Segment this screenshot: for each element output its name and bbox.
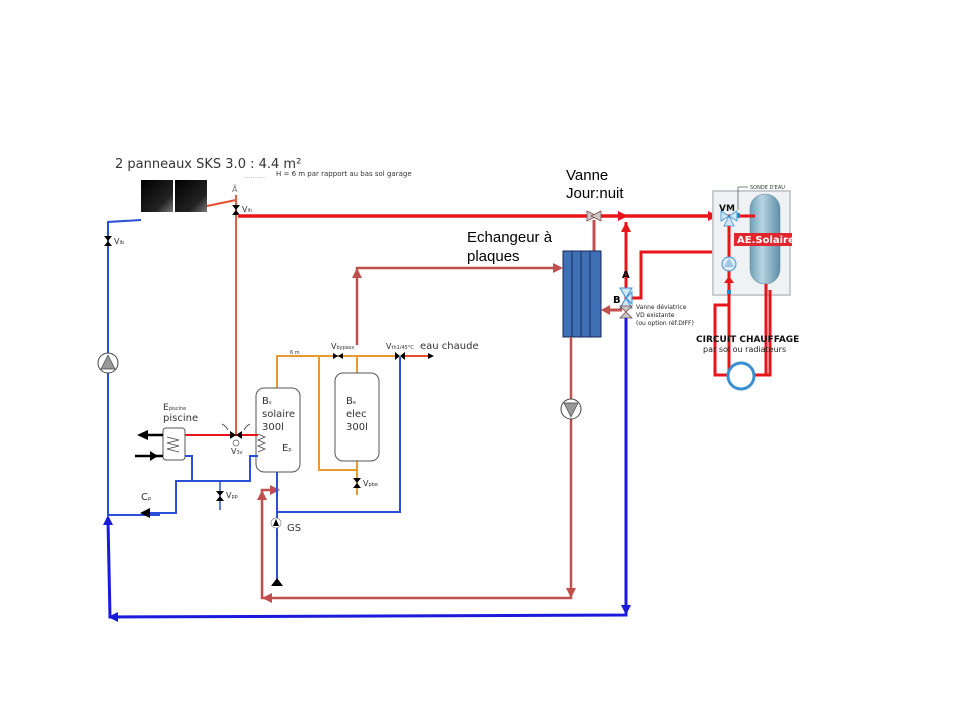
main-cold-return-line xyxy=(106,318,628,619)
svg-text:300l: 300l xyxy=(346,422,368,433)
diagram-title: 2 panneaux SKS 3.0 : 4.4 m² xyxy=(115,157,301,172)
label-vih: Vih xyxy=(242,205,252,214)
heating-pump-icon xyxy=(721,256,737,272)
day-night-valve[interactable] xyxy=(586,210,602,222)
label-vpp: Vpp xyxy=(226,491,238,500)
solar-panels xyxy=(141,180,207,212)
air-vent-icon: Å xyxy=(232,183,238,194)
solar-panel-1 xyxy=(141,180,173,212)
diverter-valve[interactable] xyxy=(619,287,633,309)
heating-circuit-icon xyxy=(726,361,756,391)
label-gs: GS xyxy=(287,523,301,534)
valve-vpbe[interactable] xyxy=(353,478,361,488)
valve-b[interactable] xyxy=(619,305,633,319)
label-vd-1: Vanne déviatrice xyxy=(636,304,687,311)
flow-arrow xyxy=(270,485,280,495)
flow-arrow xyxy=(428,353,434,359)
label-circuit-chauffage: CIRCUIT CHAUFFAGE xyxy=(696,335,799,345)
solar-panel-2 xyxy=(175,180,207,212)
label-cp: Cp xyxy=(141,492,151,503)
svg-text:Be: Be xyxy=(346,396,356,407)
label-vd-3: (ou option réf.DIFF) xyxy=(636,320,694,327)
valve-vbypass[interactable] xyxy=(333,353,343,359)
heating-return-pipe xyxy=(632,250,755,300)
electric-tank: Be elec 300l xyxy=(334,372,380,462)
flow-arrow xyxy=(618,211,628,221)
label-vd-2: VD existante xyxy=(636,312,675,319)
flow-arrow xyxy=(621,605,631,615)
label-point-a: A xyxy=(622,270,630,281)
collector-hot-outlet xyxy=(206,199,237,207)
label-sonde: SONDE D'EAU xyxy=(750,185,785,191)
label-ep-piscine: Episcine xyxy=(163,403,186,413)
dhw-to-exchanger-pipe xyxy=(355,266,556,345)
label-vbypass: Vbypass xyxy=(331,342,354,351)
dotted-leader: ............ xyxy=(243,173,266,180)
label-plaques: plaques xyxy=(467,248,520,265)
solar-pump-icon xyxy=(97,352,119,374)
flow-arrow xyxy=(352,268,362,278)
label-vpbe: Vpbe xyxy=(363,479,378,488)
label-vm: VM xyxy=(719,204,735,214)
valve-vib xyxy=(104,236,112,246)
label-vib: Vib xyxy=(114,237,124,246)
flow-arrow xyxy=(566,588,576,598)
flow-direction-arrow xyxy=(243,423,251,431)
svg-text:Ep: Ep xyxy=(282,443,292,454)
label-jour-nuit: Jour:nuit xyxy=(566,185,624,202)
heating-supply-pipe xyxy=(713,298,731,377)
height-note: H = 6 m par rapport au bas sol garage xyxy=(276,170,412,178)
ae-solaire-module: SONDE D'EAU VM AE.Solaire xyxy=(712,185,795,375)
flow-arrow xyxy=(273,519,279,526)
label-vth: Vth1/45°C xyxy=(386,342,414,351)
valve-vth-thermostatic[interactable] xyxy=(395,352,405,360)
exchanger-return-loop xyxy=(260,337,573,600)
dhw-network xyxy=(276,355,397,495)
flow-arrow xyxy=(257,490,267,500)
svg-text:solaire: solaire xyxy=(262,409,295,420)
label-par-sol: par sol ou radiateurs xyxy=(703,345,786,354)
flow-arrow xyxy=(262,593,272,603)
label-v3v: V3v xyxy=(231,447,243,456)
label-6m: 6 m xyxy=(290,350,300,356)
label-vanne: Vanne xyxy=(566,167,608,184)
flow-arrow xyxy=(553,263,563,273)
svg-text:300l: 300l xyxy=(262,422,284,433)
valve-vih xyxy=(232,205,240,215)
svg-text:elec: elec xyxy=(346,409,367,420)
flow-arrow xyxy=(108,612,118,622)
three-way-valve-v3v[interactable] xyxy=(230,431,242,447)
flow-arrow xyxy=(140,508,150,518)
plate-heat-exchanger xyxy=(562,250,602,338)
svg-text:Bs: Bs xyxy=(262,396,272,407)
flow-arrow xyxy=(150,451,158,461)
flow-arrow xyxy=(137,430,148,440)
label-piscine: piscine xyxy=(163,413,198,424)
label-eau-chaude: eau chaude xyxy=(420,341,479,352)
label-ae-solaire: AE.Solaire xyxy=(737,235,795,246)
flow-arrow xyxy=(601,305,610,315)
solar-tank: Bs solaire 300l Ep xyxy=(255,387,301,473)
flow-direction-arrow xyxy=(221,423,229,431)
flow-arrow xyxy=(621,222,631,232)
valve-vpp[interactable] xyxy=(216,481,224,510)
cold-water-inlet-icon xyxy=(271,578,283,586)
label-echangeur: Echangeur à xyxy=(467,229,553,246)
pool-exchanger xyxy=(162,427,186,461)
label-point-b: B xyxy=(613,295,621,306)
heating-return-pipe-2 xyxy=(754,290,772,377)
exchanger-pump-icon xyxy=(560,398,582,420)
flow-arrow xyxy=(103,515,113,525)
